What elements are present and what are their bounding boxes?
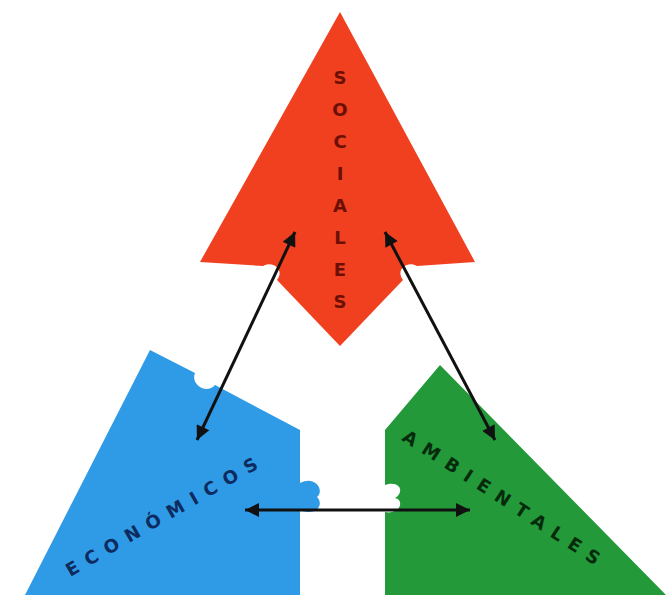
double-arrow [197,232,295,440]
puzzle-outline [25,350,320,595]
double-arrow [385,232,495,440]
puzzle-shape [380,360,666,595]
environmental-piece: AMBIENTALES [380,360,666,595]
puzzle-shape [25,345,325,595]
puzzle-outline [385,365,666,595]
double-arrow [245,509,470,512]
economic-piece: ECONÓMICOS [25,345,325,595]
puzzle-outline [200,12,475,346]
social-piece: SOCIALES [195,8,480,348]
piece-label: SOCIALES [331,62,349,318]
